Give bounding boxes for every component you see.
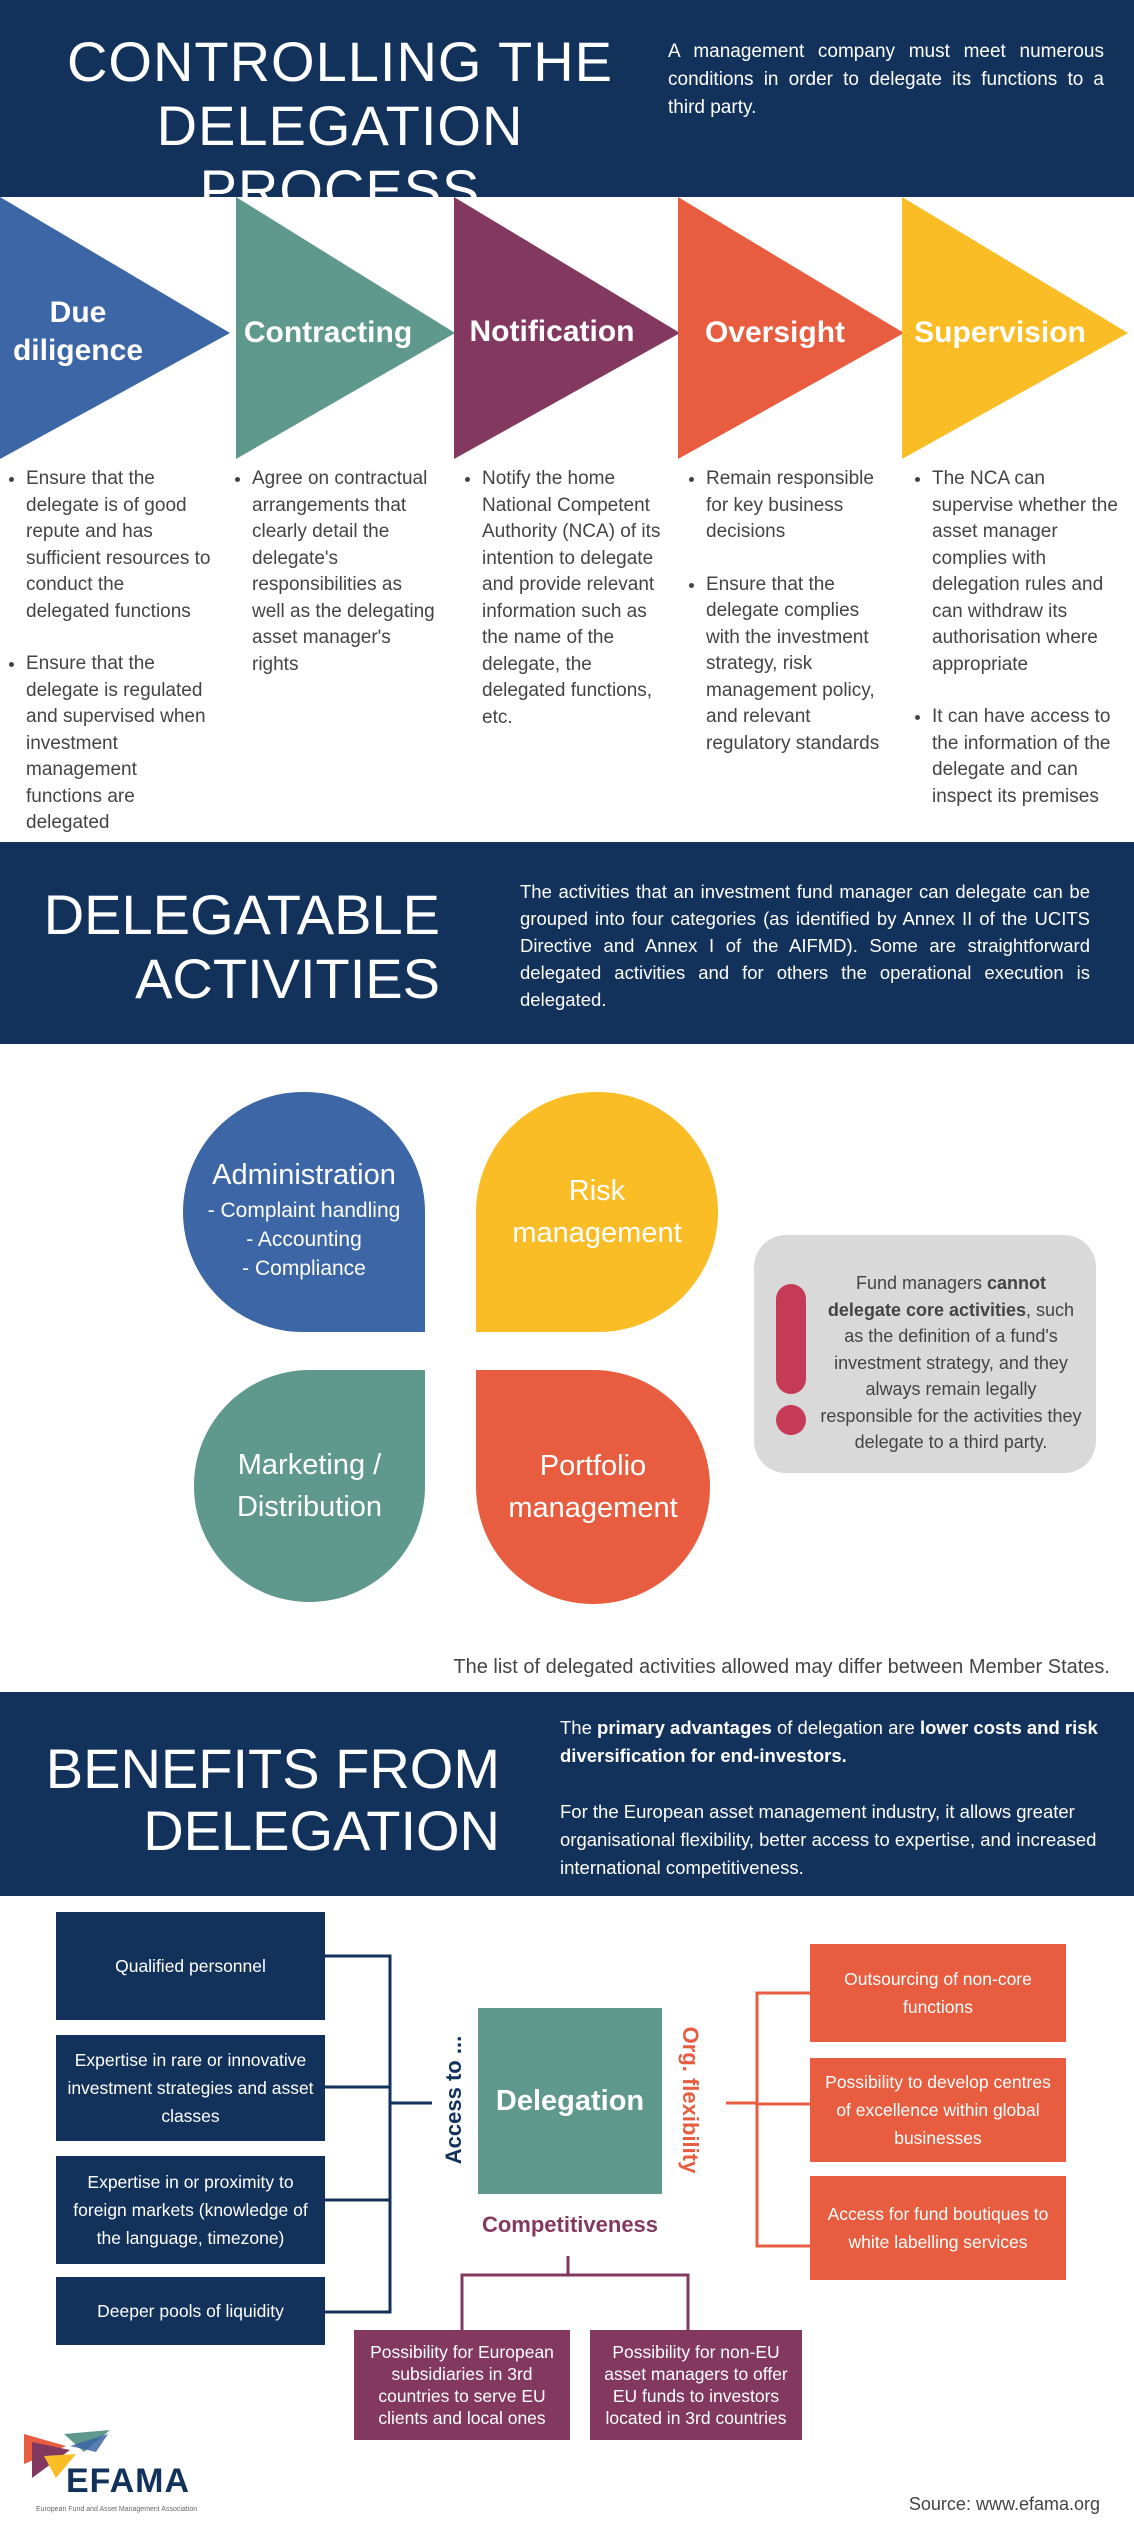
header-intro: A management company must meet numerous … (668, 41, 1104, 118)
stage-label-supervision: Supervision (914, 316, 1086, 349)
benefit-flexibility-box: Possibility to develop centres of excell… (810, 2058, 1066, 2162)
section-intro-benefits: The primary advantages of delegation are… (560, 1714, 1100, 1882)
list-item: Ensure that the delegate is of good repu… (26, 466, 212, 625)
stage-details-supervision: The NCA can supervise whether the asset … (912, 466, 1124, 836)
intro-bold: lower costs and risk diversification for… (560, 1717, 1098, 1766)
benefit-flexibility-box: Outsourcing of non-core functions (810, 1944, 1066, 2042)
stage-arrow-oversight (678, 197, 904, 459)
note-text-pre: Fund managers (855, 1273, 988, 1293)
benefit-access-box: Qualified personnel (56, 1912, 325, 2020)
delegation-center: Delegation (478, 2008, 662, 2194)
note-text-bold: cannot delegate core activities (827, 1273, 1047, 1320)
competitiveness-label: Competitiveness (481, 2212, 659, 2237)
list-item: The NCA can supervise whether the asset … (932, 466, 1124, 678)
title-line-1: CONTROLLING THE (66, 30, 614, 93)
efama-logo-mark (24, 2430, 110, 2478)
benefit-competitiveness-box: Possibility for European subsidiaries in… (354, 2330, 570, 2440)
stage-details-oversight: Remain responsible for key business deci… (686, 466, 892, 783)
activity-title-line-2: management (512, 1217, 682, 1249)
list-item: Ensure that the delegate is regulated an… (26, 651, 212, 837)
stage-details-due-diligence: Ensure that the delegate is of good repu… (6, 466, 212, 863)
section-title-delegatable: DELEGATABLE ACTIVITIES (40, 883, 440, 1011)
benefit-connectors (325, 1954, 810, 2330)
access-label: Access to ... (441, 2035, 466, 2165)
activity-title-line-1: Marketing / (237, 1449, 382, 1481)
stage-details-notification: Notify the home National Competent Autho… (462, 466, 672, 757)
header-benefits (0, 1692, 1134, 1896)
stage-arrows (0, 197, 1128, 459)
title-line-2: DELEGATION PROCESS (156, 94, 524, 221)
stage-label-notification: Notification (469, 315, 635, 348)
activity-title-line-1: Portfolio (539, 1450, 647, 1482)
note-text: Fund managers cannot delegate core activ… (818, 1270, 1084, 1456)
intro-para-1: The primary advantages of delegation are… (560, 1714, 1100, 1770)
activity-item: - Compliance (242, 1256, 366, 1280)
benefit-flexibility-box: Access for fund boutiques to white label… (810, 2176, 1066, 2280)
source-credit: Source: www.efama.org (908, 2494, 1100, 2514)
list-item: Ensure that the delegate complies with t… (706, 572, 892, 758)
stage-arrow-due-diligence (0, 197, 230, 459)
section-intro-delegatable: The activities that an investment fund m… (520, 881, 1090, 1010)
section-title-benefits: BENEFITS FROM DELEGATION (40, 1738, 500, 1862)
flexibility-label: Org. flexibility (678, 2026, 703, 2174)
benefit-access-box: Expertise in rare or innovative investme… (56, 2035, 325, 2141)
benefit-access-box: Expertise in or proximity to foreign mar… (56, 2156, 325, 2264)
activity-title-line-2: management (508, 1492, 678, 1524)
efama-logo-subtitle: European Fund and Asset Management Assoc… (36, 2506, 198, 2513)
list-item: Agree on contractual arrangements that c… (252, 466, 438, 678)
core-activities-note (754, 1235, 1096, 1473)
header-controlling (0, 0, 1134, 197)
efama-logo-text: EFAMA (66, 2462, 190, 2500)
exclamation-icon (776, 1284, 806, 1435)
title-line-1: BENEFITS FROM (45, 1737, 500, 1800)
benefit-competitiveness-box: Possibility for non-EU asset managers to… (590, 2330, 802, 2440)
stage-label-contracting: Contracting (243, 316, 413, 349)
list-item: Remain responsible for key business deci… (706, 466, 892, 546)
activity-risk-management: Risk management (476, 1092, 718, 1332)
stage-label-oversight: Oversight (704, 316, 846, 349)
activity-item: - Complaint handling (207, 1198, 401, 1222)
activity-item: - Accounting (246, 1227, 362, 1251)
title-line-2: ACTIVITIES (135, 947, 440, 1010)
title-line-2: DELEGATION (143, 1799, 500, 1862)
stage-arrow-contracting (236, 197, 455, 459)
activity-title: Administration (212, 1158, 396, 1191)
activity-title-line-1: Risk (568, 1175, 626, 1207)
title-line-1: DELEGATABLE (43, 883, 440, 946)
intro-text: The (560, 1717, 598, 1738)
stage-details-contracting: Agree on contractual arrangements that c… (232, 466, 438, 704)
member-states-note: The list of delegated activities allowed… (453, 1656, 1110, 1678)
stage-label-due-diligence: Due diligence (12, 296, 144, 367)
activity-administration: Administration - Complaint handling - Ac… (183, 1092, 425, 1332)
list-item: Notify the home National Competent Autho… (482, 466, 672, 731)
activity-title-line-2: Distribution (236, 1491, 383, 1523)
list-item: It can have access to the information of… (932, 704, 1124, 810)
activity-marketing-distribution: Marketing / Distribution (194, 1370, 425, 1602)
stage-arrow-supervision (902, 197, 1128, 459)
page-title: CONTROLLING THE DELEGATION PROCESS (20, 30, 660, 222)
note-text-post: , such as the definition of a fund's inv… (820, 1299, 1082, 1453)
stage-arrow-notification (454, 197, 680, 459)
intro-text: of delegation are (771, 1717, 920, 1738)
header-delegatable (0, 842, 1134, 1044)
activity-portfolio-management: Portfolio management (476, 1370, 710, 1604)
intro-para-2: For the European asset management indust… (560, 1801, 1097, 1878)
intro-bold: primary advantages (597, 1717, 772, 1738)
benefit-access-box: Deeper pools of liquidity (56, 2277, 325, 2345)
